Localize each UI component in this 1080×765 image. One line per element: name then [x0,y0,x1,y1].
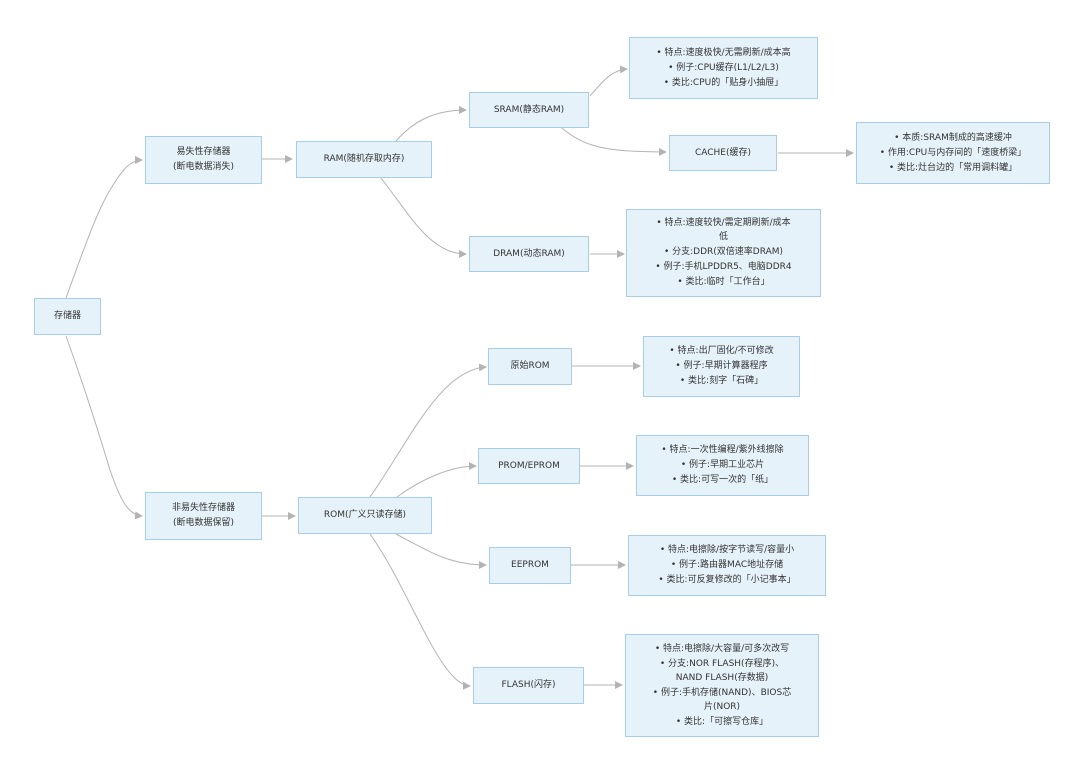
node-rom: ROM(广义只读存储) [298,497,432,534]
node-sram-info: • 特点:速度极快/无需刷新/成本高 • 例子:CPU缓存(L1/L2/L3) … [629,37,818,99]
flash-info-line: • 类比:「可擦写仓库」 [675,716,769,727]
dram-info-line: • 例子:手机LPDDR5、电脑DDR4 [655,262,792,272]
node-flash-info: • 特点:电擦除/大容量/可多次改写 • 分支:NOR FLASH(存程序)、 … [625,634,819,737]
sram-info-line: • 类比:CPU的「贴身小抽屉」 [663,77,784,88]
node-root: 存储器 [34,298,101,335]
edge-sram-cache [561,127,667,156]
edge-root-volatile [65,156,143,299]
node-sram: SRAM(静态RAM) [469,92,589,128]
flash-info-line: 片(NOR) [703,701,741,712]
rom-orig-info-line: • 类比:刻字「石碑」 [679,376,764,386]
prom-info-line: • 特点:一次性编程/紫外线擦除 [661,445,784,455]
dram-info-line: 低 [718,232,728,242]
node-prom: PROM/EPROM [478,448,580,484]
edge-ram-dram [380,177,467,258]
eeprom-info-line: • 特点:电擦除/按字节读写/容量小 [659,545,795,555]
node-cache: CACHE(缓存) [669,135,777,171]
edge-sram-sraminfo [589,65,628,97]
node-prom-label: PROM/EPROM [498,460,560,471]
edge-rom-prom [396,462,477,498]
node-flash: FLASH(闪存) [473,667,584,704]
node-rom-orig-label: 原始ROM [510,361,550,371]
cache-info-line: • 作用:CPU与内存间的「速度桥梁」 [879,147,1027,158]
node-cache-info: • 本质:SRAM制成的高速缓冲 • 作用:CPU与内存间的「速度桥梁」 • 类… [856,122,1050,184]
node-sram-label: SRAM(静态RAM) [493,104,565,115]
node-eeprom-label: EEPROM [511,560,549,570]
sram-info-line: • 特点:速度极快/无需刷新/成本高 [656,47,791,58]
cache-info-line: • 本质:SRAM制成的高速缓冲 [894,132,1012,143]
node-dram: DRAM(动态RAM) [469,236,589,272]
edge-rom-eeprom [395,533,487,569]
node-ram-label: RAM(随机存取内存) [323,154,405,164]
dram-info-line: • 分支:DDR(双倍速率DRAM) [663,247,784,257]
eeprom-info-line: • 类比:可反复修改的「小记事本」 [658,575,796,585]
rom-orig-info-line: • 例子:早期计算器程序 [675,361,768,371]
node-eeprom-info: • 特点:电擦除/按字节读写/容量小 • 例子:路由器MAC地址存储 • 类比:… [628,535,826,596]
node-eeprom: EEPROM [489,547,571,584]
node-rom-label: ROM(广义只读存储) [323,510,407,520]
eeprom-info-line: • 例子:路由器MAC地址存储 [670,560,784,570]
prom-info-line: • 例子:早期工业芯片 [680,460,765,470]
flash-info-line: NAND FLASH(存数据) [675,672,769,683]
dram-info-line: • 类比:临时「工作台」 [677,277,770,287]
edge-ram-sram [395,106,467,142]
node-root-label: 存储器 [53,311,81,321]
flash-info-line: • 例子:手机存储(NAND)、BIOS芯 [652,687,792,698]
node-nonvolatile-line2: (断电数据保留) [172,518,234,528]
edge-root-nonvolatile [65,335,143,520]
node-cache-label: CACHE(缓存) [694,147,752,158]
node-rom-orig: 原始ROM [488,348,572,385]
node-rom-orig-info: • 特点:出厂固化/不可修改 • 例子:早期计算器程序 • 类比:刻字「石碑」 [643,336,800,397]
node-nonvolatile: 非易失性存储器 (断电数据保留) [145,492,262,540]
node-flash-label: FLASH(闪存) [501,680,556,690]
edge-rom-romorig [369,363,487,498]
node-volatile: 易失性存储器 (断电数据消失) [145,136,262,184]
node-volatile-line1: 易失性存储器 [176,147,231,157]
prom-info-line: • 类比:可写一次的「纸」 [671,475,774,485]
node-ram: RAM(随机存取内存) [296,141,432,178]
flash-info-line: • 分支:NOR FLASH(存程序)、 [659,658,785,669]
node-dram-label: DRAM(动态RAM) [493,248,565,259]
dram-info-line: • 特点:速度较快/需定期刷新/成本 [656,218,791,228]
node-prom-info: • 特点:一次性编程/紫外线擦除 • 例子:早期工业芯片 • 类比:可写一次的「… [636,435,809,496]
cache-info-line: • 类比:灶台边的「常用调料罐」 [888,162,1018,173]
node-volatile-line2: (断电数据消失) [172,162,235,172]
node-dram-info: • 特点:速度较快/需定期刷新/成本 低 • 分支:DDR(双倍速率DRAM) … [626,209,821,297]
sram-info-line: • 例子:CPU缓存(L1/L2/L3) [668,62,779,73]
edge-rom-flash [369,533,471,690]
rom-orig-info-line: • 特点:出厂固化/不可修改 [669,346,774,356]
node-nonvolatile-line1: 非易失性存储器 [171,503,235,513]
flash-info-line: • 特点:电擦除/大容量/可多次改写 [654,643,790,654]
